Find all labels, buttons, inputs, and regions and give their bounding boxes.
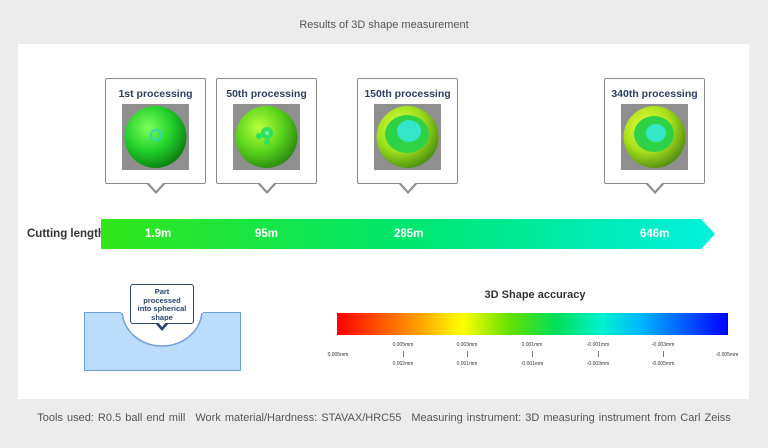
sphere-image-4 bbox=[621, 104, 688, 170]
stage-card-3: 150th processing bbox=[357, 78, 458, 194]
footer-tools: Tools used: R0.5 ball end mill bbox=[37, 412, 186, 424]
cutting-length-label: Cutting length bbox=[27, 228, 105, 240]
length-value-3: 285m bbox=[394, 228, 424, 240]
card-pointer bbox=[397, 181, 418, 194]
stage-label: 150th processing bbox=[364, 88, 451, 100]
scale-label-left-end: 0.005mm bbox=[327, 352, 349, 358]
sphere-image-3 bbox=[374, 104, 441, 170]
stage-card-4: 340th processing bbox=[604, 78, 705, 194]
part-callout: Part processed into spherical shape bbox=[130, 284, 194, 324]
scale-label-top: 0.003mm bbox=[456, 342, 478, 348]
scale-label-bottom: -0.001mm bbox=[520, 361, 544, 367]
accuracy-title: 3D Shape accuracy bbox=[484, 289, 586, 301]
card-pointer bbox=[644, 181, 665, 194]
stage-card-1: 1st processing bbox=[105, 78, 206, 194]
accuracy-color-scale bbox=[337, 313, 728, 335]
stage-label: 50th processing bbox=[226, 88, 307, 100]
callout-pointer bbox=[155, 321, 169, 331]
stage-label: 1st processing bbox=[118, 88, 193, 100]
scale-tick bbox=[598, 351, 599, 357]
scale-label-top: 0.005mm bbox=[392, 342, 414, 348]
page-title: Results of 3D shape measurement bbox=[299, 19, 469, 31]
length-value-2: 95m bbox=[255, 228, 279, 240]
scale-label-top: -0.001mm bbox=[586, 342, 610, 348]
scale-label-bottom: -0.005mm bbox=[651, 361, 675, 367]
scale-tick bbox=[532, 351, 533, 357]
card-pointer bbox=[145, 181, 166, 194]
length-value-4: 646m bbox=[640, 228, 670, 240]
scale-tick bbox=[403, 351, 404, 357]
scale-label-top: 0.001mm bbox=[521, 342, 543, 348]
scale-label-bottom: 0.001mm bbox=[456, 361, 478, 367]
scale-label-bottom: -0.003mm bbox=[586, 361, 610, 367]
scale-tick bbox=[467, 351, 468, 357]
scale-label-right-end: -0.005mm bbox=[715, 352, 739, 358]
footer-instrument: Measuring instrument: 3D measuring instr… bbox=[411, 412, 731, 424]
footer-notes: Tools used: R0.5 ball end mill Work mate… bbox=[0, 412, 768, 424]
scale-label-bottom: 0.002mm bbox=[392, 361, 414, 367]
stage-label: 340th processing bbox=[611, 88, 698, 100]
cutting-length-arrow bbox=[101, 219, 715, 249]
card-pointer bbox=[256, 181, 277, 194]
scale-tick bbox=[663, 351, 664, 357]
length-value-1: 1.9m bbox=[145, 228, 172, 240]
stage-card-2: 50th processing bbox=[216, 78, 317, 194]
scale-label-top: -0.003mm bbox=[651, 342, 675, 348]
sphere-image-1 bbox=[122, 104, 189, 170]
sphere-image-2 bbox=[233, 104, 300, 170]
footer-material: Work material/Hardness: STAVAX/HRC55 bbox=[195, 412, 402, 424]
